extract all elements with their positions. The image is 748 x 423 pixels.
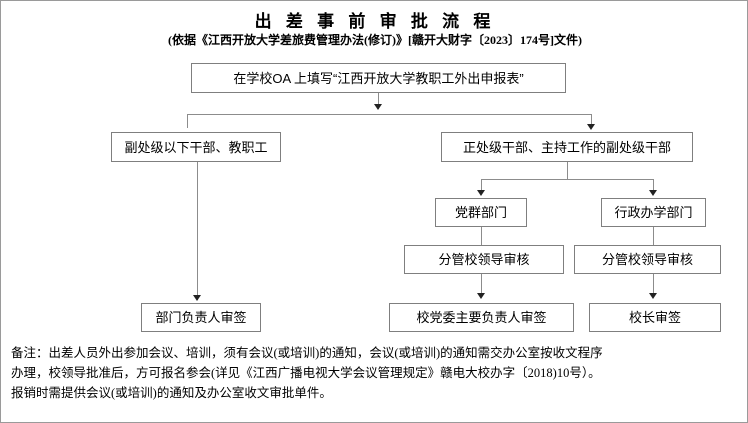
connector-split-left-drop [187, 114, 188, 128]
arrow-to-admin-dept [649, 190, 657, 196]
connector-party-to-review [481, 227, 482, 245]
connector-director-down [567, 162, 568, 179]
page-subtitle: (依据《江西开放大学差旅费管理办法(修订)》[赣开大财字〔2023〕174号]文… [168, 33, 582, 47]
node-oa-form[interactable]: 在学校OA 上填写“江西开放大学教职工外出申报表” [191, 63, 566, 93]
connector-split-bus [187, 114, 592, 115]
connector-review-right-down [653, 274, 654, 296]
node-president-sign[interactable]: 校长审签 [589, 303, 721, 332]
footnote-line-3: 报销时需提供会议(或培训)的通知及办公室收文审批单件。 [11, 386, 332, 400]
connector-party-drop [481, 179, 482, 192]
footnote-line-2: 办理，校领导批准后，方可报名参会(详见《江西广播电视大学会议管理规定》赣电大校办… [11, 366, 601, 380]
footnote-block: 备注：出差人员外出参加会议、培训，须有会议(或培训)的通知，会议(或培训)的通知… [11, 343, 741, 403]
node-leader-review-right[interactable]: 分管校领导审核 [574, 245, 721, 274]
arrow-to-party-dept [477, 190, 485, 196]
node-dept-head-sign[interactable]: 部门负责人审签 [141, 303, 261, 332]
footnote-line-1: 备注：出差人员外出参加会议、培训，须有会议(或培训)的通知，会议(或培训)的通知… [11, 346, 603, 360]
arrow-oa-down [374, 104, 382, 110]
node-party-head-sign[interactable]: 校党委主要负责人审签 [389, 303, 574, 332]
connector-admin-to-review [653, 227, 654, 245]
arrow-to-director-level [587, 124, 595, 130]
page-title: 出 差 事 前 审 批 流 程 [254, 12, 496, 31]
connector-dept-bus [481, 179, 653, 180]
connector-left-long [197, 162, 198, 300]
node-leader-review-left[interactable]: 分管校领导审核 [404, 245, 564, 274]
arrow-to-party-head-sign [477, 293, 485, 299]
connector-oa-down [378, 93, 379, 109]
node-director-level[interactable]: 正处级干部、主持工作的副处级干部 [441, 132, 693, 162]
connector-admin-drop [653, 179, 654, 192]
connector-split-right-drop [591, 114, 592, 128]
node-below-deputy-level[interactable]: 副处级以下干部、教职工 [111, 132, 281, 162]
connector-review-left-down [481, 274, 482, 296]
arrow-to-dept-head-sign [193, 295, 201, 301]
node-admin-dept[interactable]: 行政办学部门 [601, 198, 706, 227]
node-party-dept[interactable]: 党群部门 [435, 198, 527, 227]
arrow-to-president-sign [649, 293, 657, 299]
